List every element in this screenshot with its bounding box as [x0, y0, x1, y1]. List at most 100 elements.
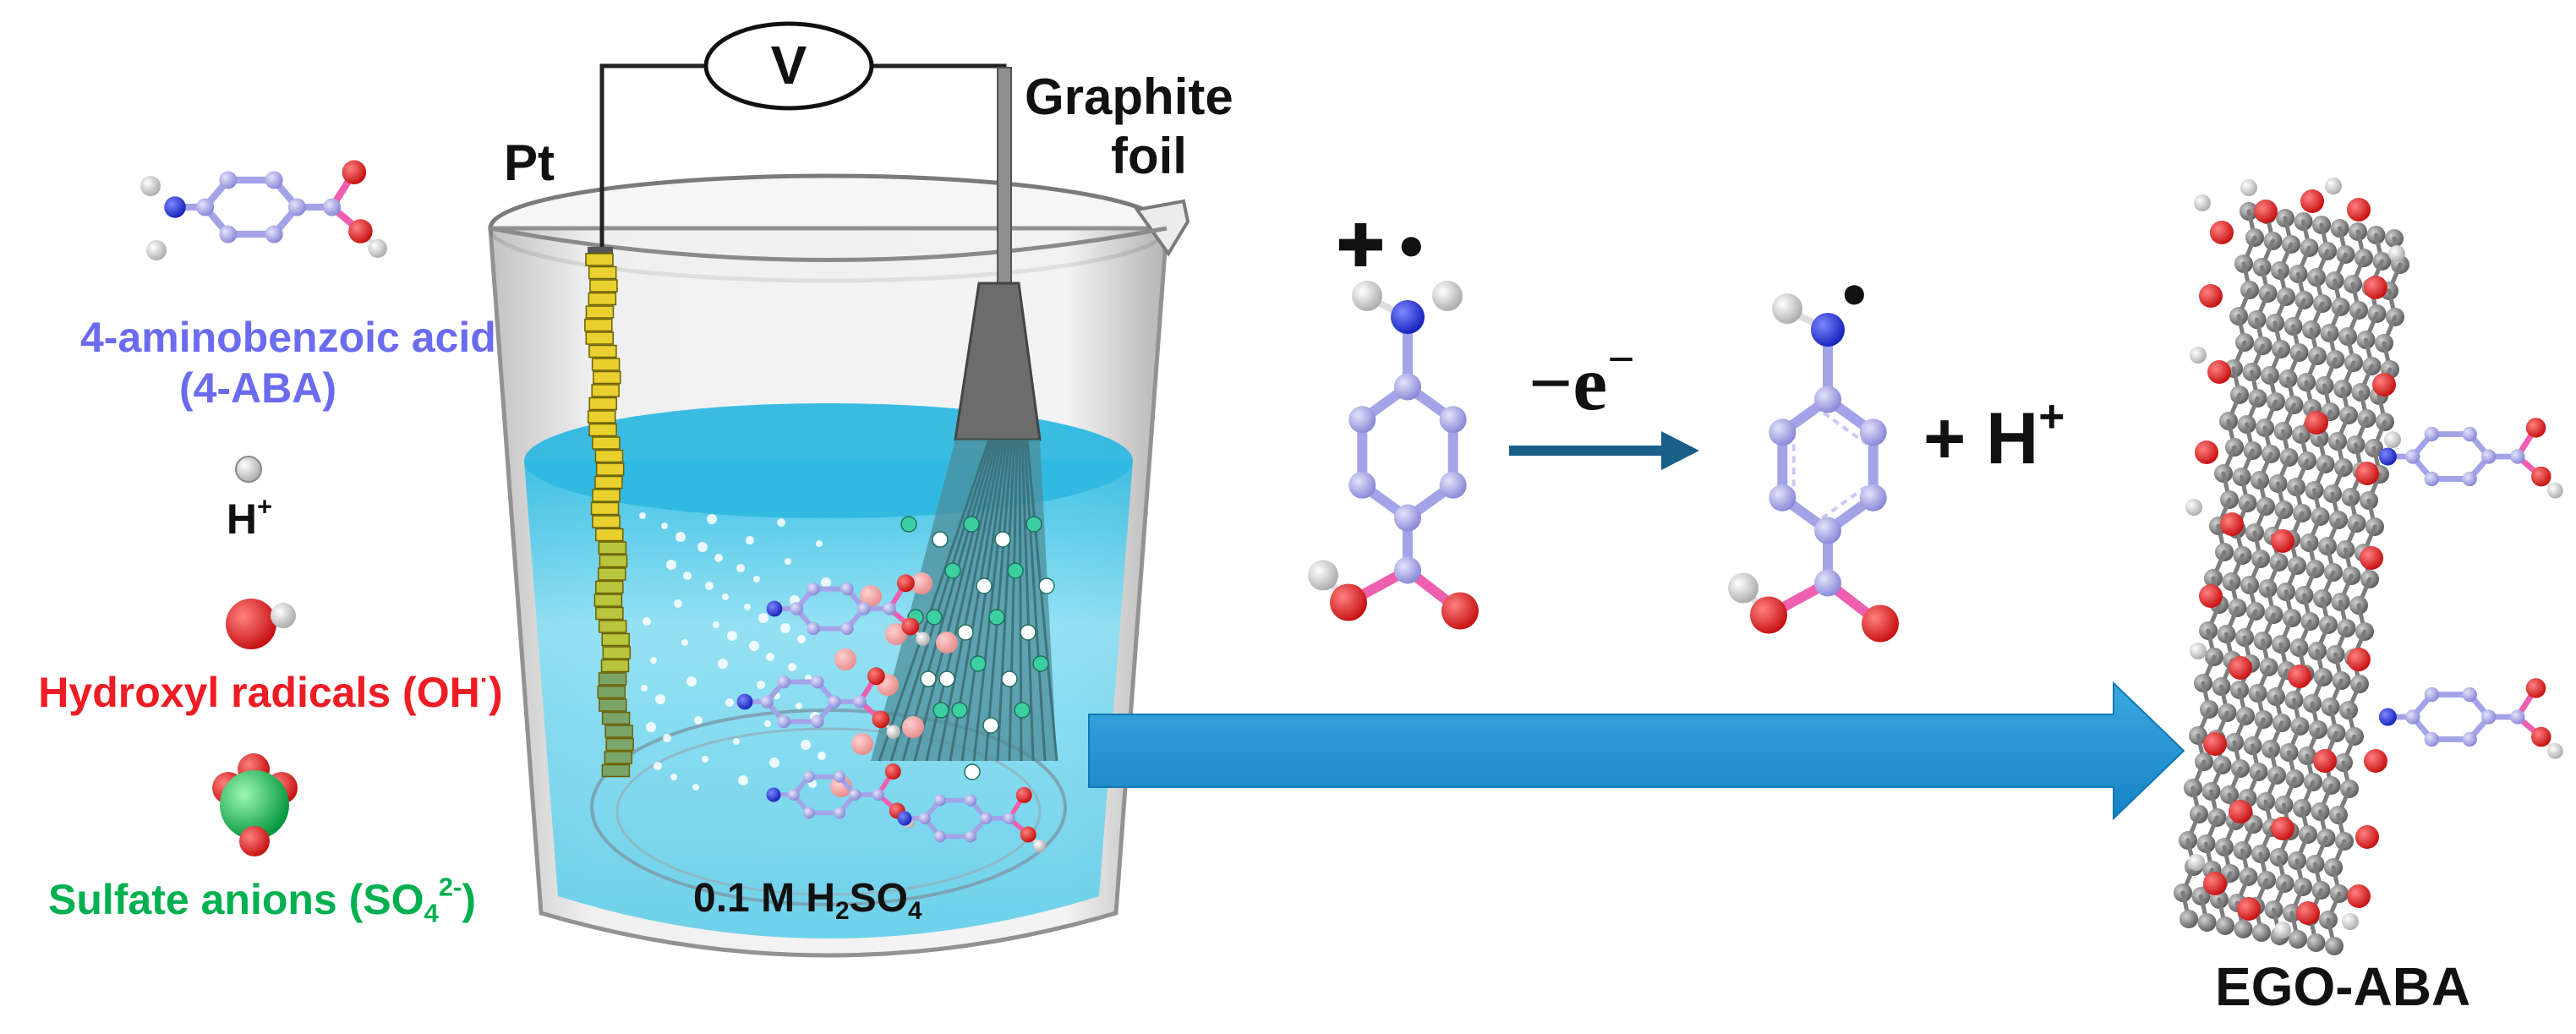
bubble — [727, 631, 737, 641]
oxygen-atom — [867, 667, 885, 686]
hydroxyl-radical — [834, 648, 856, 670]
legend-hydroxyl-label: Hydroxyl radicals (OH·) — [34, 666, 507, 717]
oxygen-group — [2305, 411, 2328, 435]
bubble — [675, 532, 686, 542]
foil-layer — [984, 439, 1014, 762]
carbon-atom — [219, 225, 238, 243]
pt-segment — [585, 331, 614, 345]
oxygen-group — [2372, 373, 2396, 397]
pt-segment — [588, 397, 617, 411]
sulfate-subscript: 4 — [424, 898, 439, 928]
electrolyte-sub1: 2 — [835, 896, 850, 925]
carbon-atom — [849, 789, 861, 801]
pt-segment — [591, 384, 620, 397]
hydroxyl-hydrogen-sphere — [271, 603, 296, 628]
bubble — [661, 522, 668, 529]
carbon-atom — [807, 621, 820, 636]
legend-aba-name: 4-aminobenzoic acid — [80, 314, 496, 361]
foil-layer — [1020, 439, 1035, 762]
hydrogen-atom — [1728, 572, 1758, 604]
oxygen-atom — [2530, 466, 2551, 487]
oxygen-group — [2288, 665, 2311, 688]
graphene-carbon — [2325, 937, 2344, 955]
bubble — [766, 653, 774, 661]
hydroxyl-radical — [902, 716, 924, 738]
sulfate-charge: 2- — [438, 872, 462, 902]
pt-segment — [605, 737, 634, 752]
oxygen-group — [2347, 198, 2371, 222]
ego-aba-graphene-stack — [2174, 178, 2409, 955]
sulfate-oxygen-bottom — [239, 826, 270, 856]
product-proton-charge: + — [2038, 391, 2065, 442]
oxygen-atom — [1441, 592, 1479, 630]
oxygen-atom — [1862, 605, 1899, 643]
oxygen-atom — [1750, 596, 1787, 634]
hydrogen-group — [2194, 194, 2211, 211]
carbon-atom — [802, 770, 815, 783]
electron-loss-text: −e — [1529, 340, 1608, 426]
bubble — [643, 617, 651, 626]
bubble — [692, 784, 699, 791]
carbon-atom — [790, 602, 803, 615]
oxygen-atom — [884, 763, 901, 780]
intercalated-ion — [1038, 577, 1055, 594]
carbon-atom — [840, 621, 854, 636]
bubble — [769, 758, 779, 768]
electron-loss-sign: − — [1607, 333, 1635, 387]
legend-hydroxyl — [226, 599, 296, 649]
foil-layer — [1008, 439, 1019, 762]
intercalated-ion — [964, 763, 981, 780]
pt-segment — [595, 528, 624, 542]
intercalated-ion — [1025, 516, 1042, 533]
oxygen-atom — [2530, 726, 2551, 747]
carbon-atom — [933, 794, 946, 807]
bubble — [797, 635, 806, 643]
carbon-atom — [2481, 709, 2497, 725]
bubble — [757, 681, 765, 689]
pt-segment — [601, 632, 630, 647]
legend-sulfate-label: Sulfate anions (SO42-) — [25, 872, 499, 928]
bubble — [646, 722, 656, 732]
intercalated-ion — [1007, 562, 1024, 579]
carbon-atom — [1348, 471, 1376, 499]
legend-aba-molecule — [140, 160, 387, 260]
sulfate-text: Sulfate anions (SO — [48, 876, 424, 923]
pt-segment — [600, 659, 630, 673]
product-plus-text: + H — [1923, 398, 2039, 479]
electron-loss-label: −e− — [1529, 336, 1635, 428]
oxidation-arrow-head — [1661, 431, 1699, 470]
pt-electrode — [584, 247, 634, 778]
pt-segment — [602, 646, 632, 659]
foil-layer — [901, 439, 996, 762]
hydroxyl-oxygen-sphere — [226, 599, 276, 649]
oxygen-group — [2313, 749, 2337, 773]
bubble — [821, 577, 831, 588]
pt-segment — [597, 685, 626, 699]
oxygen-group — [2355, 462, 2379, 485]
pt-segment — [595, 462, 625, 476]
foil-layer — [889, 439, 993, 762]
aromatic-bond — [1821, 484, 1869, 520]
carbon-atom — [1394, 373, 1421, 401]
intercalated-ion — [933, 702, 949, 719]
foil-layer — [1023, 439, 1047, 762]
pt-segment — [598, 541, 627, 555]
proton-symbol: H — [226, 495, 257, 543]
intercalated-ion — [957, 624, 974, 641]
carbon-atom — [287, 198, 306, 216]
pt-segment — [592, 515, 621, 528]
electrolyte-prefix: 0.1 M H — [693, 876, 836, 921]
foil-layer — [1025, 439, 1058, 762]
legend-aba-label: 4-aminobenzoic acid (4-ABA) — [80, 313, 496, 413]
carbon-atom — [2510, 449, 2525, 464]
intercalated-ion — [926, 609, 943, 626]
carbon-atom — [2462, 687, 2477, 703]
beaker-front-rim — [489, 226, 1168, 262]
carbon-atom — [2405, 709, 2420, 725]
pt-segment — [585, 253, 614, 266]
sulfate-sulfur-sphere — [220, 770, 289, 840]
graphene-carbon — [2306, 933, 2326, 952]
carbon-atom — [1769, 484, 1797, 512]
oxygen-group — [2347, 648, 2371, 671]
